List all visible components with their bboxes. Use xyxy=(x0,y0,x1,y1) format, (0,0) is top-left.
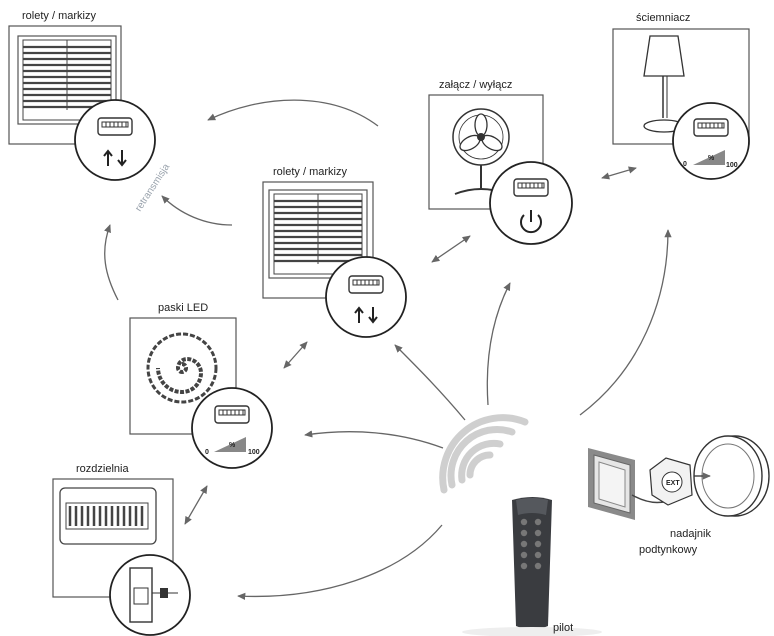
arrow-remote-to-switchboard xyxy=(237,524,443,600)
dimmer-scale: 0 % 100 xyxy=(683,150,738,169)
svg-text:%: % xyxy=(229,442,236,449)
fan-icon xyxy=(452,108,510,195)
remote-control: pilot xyxy=(462,497,602,636)
connection-arrows xyxy=(104,99,672,600)
arrow-remote-to-led xyxy=(304,430,444,449)
arrow-remote-to-dimmer xyxy=(579,229,672,416)
arrow-blinds-onoff xyxy=(431,235,471,263)
svg-text:0: 0 xyxy=(205,449,209,456)
arrow-blinds-mid-to-top xyxy=(161,195,233,226)
arrow-remote-to-blinds xyxy=(394,344,466,421)
arrow-remote-to-onoff xyxy=(486,282,511,406)
arrow-led-blinds xyxy=(283,341,308,369)
svg-text:0: 0 xyxy=(683,161,687,168)
onoff-device: załącz / wyłącz xyxy=(428,79,573,245)
transmitter-label-line2: podtynkowy xyxy=(639,544,698,556)
dimmer-label: ściemniacz xyxy=(636,12,690,24)
led-label: paski LED xyxy=(158,302,208,314)
wall-switch-icon xyxy=(588,448,635,520)
transmitter-label-line1: nadajnik xyxy=(670,528,711,540)
arrow-led-to-top xyxy=(104,224,119,301)
blinds-device-mid: rolety / markizy xyxy=(262,166,407,338)
onoff-label: załącz / wyłącz xyxy=(439,79,512,91)
remote-label: pilot xyxy=(553,622,573,634)
transmitter-module-icon: EXT xyxy=(649,457,693,506)
wireless-signal-icon xyxy=(439,414,529,494)
power-icon xyxy=(520,210,542,234)
arrow-led-switchboard xyxy=(184,485,208,525)
switchboard-device: rozdzielnia xyxy=(52,463,191,636)
switchboard-label: rozdzielnia xyxy=(76,463,129,475)
arrow-top-arc xyxy=(207,99,379,127)
din-module-icon xyxy=(129,567,178,623)
led-device: paski LED 0 % 100 xyxy=(129,302,273,469)
dimmer-device: ściemniacz 0 % 100 xyxy=(612,12,750,180)
in-wall-transmitter: EXT nadajnik podtynkowy xyxy=(588,435,770,556)
svg-text:%: % xyxy=(708,155,715,162)
led-spiral-icon xyxy=(146,332,218,404)
blinds-device-top: rolety / markizy xyxy=(8,10,156,181)
svg-text:100: 100 xyxy=(726,162,738,169)
svg-text:EXT: EXT xyxy=(666,480,680,487)
arrow-onoff-dimmer xyxy=(601,166,637,180)
svg-text:100: 100 xyxy=(248,449,260,456)
wall-box-icon xyxy=(693,435,770,517)
dimmer-scale: 0 % 100 xyxy=(205,437,260,456)
module-circle xyxy=(74,99,156,181)
blinds-top-label: rolety / markizy xyxy=(22,10,96,22)
blinds-mid-label: rolety / markizy xyxy=(273,166,347,178)
